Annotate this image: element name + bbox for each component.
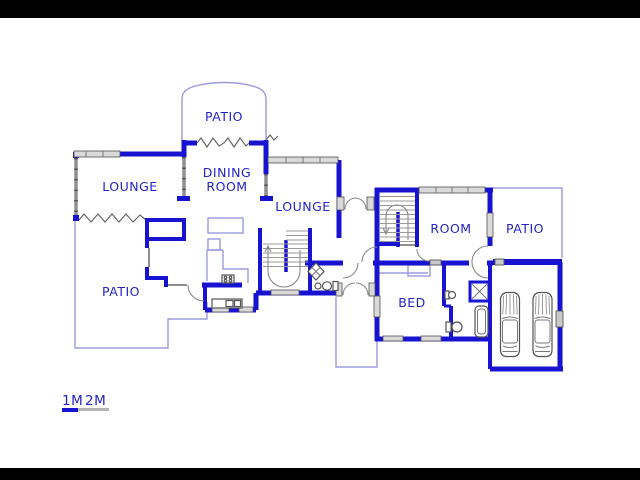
scale-bar-2m [78,408,109,411]
door-swing-icon [416,248,430,262]
zigzag-walls [78,134,279,223]
stove-icon [221,274,235,284]
door-swing-icon [187,284,205,302]
windows [73,150,564,342]
cupboard [407,264,431,277]
doors [187,196,489,302]
label-room-upper: ROOM [430,221,471,236]
walls [73,140,563,372]
double-door-icon-french [335,282,376,297]
letterbox-top [0,0,640,18]
center-bathroom [307,262,339,292]
fireplace-icon [145,218,186,241]
label-patio-right: PATIO [506,221,544,236]
basin-icon [314,282,322,290]
room-labels: PATIO DINING ROOM LOUNGE LOUNGE ROOM PAT… [102,109,544,310]
letterbox-bottom [0,468,640,480]
door-swing-icon [471,261,489,279]
label-patio-lower-left: PATIO [102,284,140,299]
scale-2m-label: 2M [85,393,106,409]
right-patio-outline [493,187,563,258]
patio-outlines [74,81,563,368]
dining-chair [207,238,221,251]
car-icon [499,291,521,358]
kitchen-fixtures [211,274,243,309]
dining-table [207,217,244,234]
scale-bar-1m [62,408,78,412]
label-patio-top: PATIO [205,109,243,124]
bathtub-icon [474,305,489,338]
lower-left-patio-outline [74,221,208,349]
scale-1m-label: 1M [62,393,83,409]
door-swing-icon [471,245,489,263]
furniture-outlines [206,217,431,283]
label-dining-line1: DINING [203,165,251,180]
scale-bar-icon: 1M 2M [62,393,109,412]
basin-icon [444,290,457,300]
main-bathroom [444,280,491,338]
porch-outline [335,297,378,368]
door-swing-icon [342,262,359,279]
toilet-icon [321,280,339,292]
label-lounge-center: LOUNGE [275,199,330,214]
kitchen-counter [206,249,249,283]
toilet-icon [445,321,463,333]
door-swing-icon [361,246,378,263]
gray-walls [74,157,415,286]
sink-icon [211,298,243,309]
staircase-icon-right [380,196,415,242]
staircase-icon-center [263,230,308,288]
double-door-icon-entrance [336,196,375,211]
top-patio-arch-outline [181,81,267,141]
garage-door-marker [555,310,564,328]
label-lounge-left: LOUNGE [102,179,157,194]
car-icon [532,291,553,358]
label-bedroom: BED [398,295,426,310]
label-dining-line2: ROOM [206,179,247,194]
